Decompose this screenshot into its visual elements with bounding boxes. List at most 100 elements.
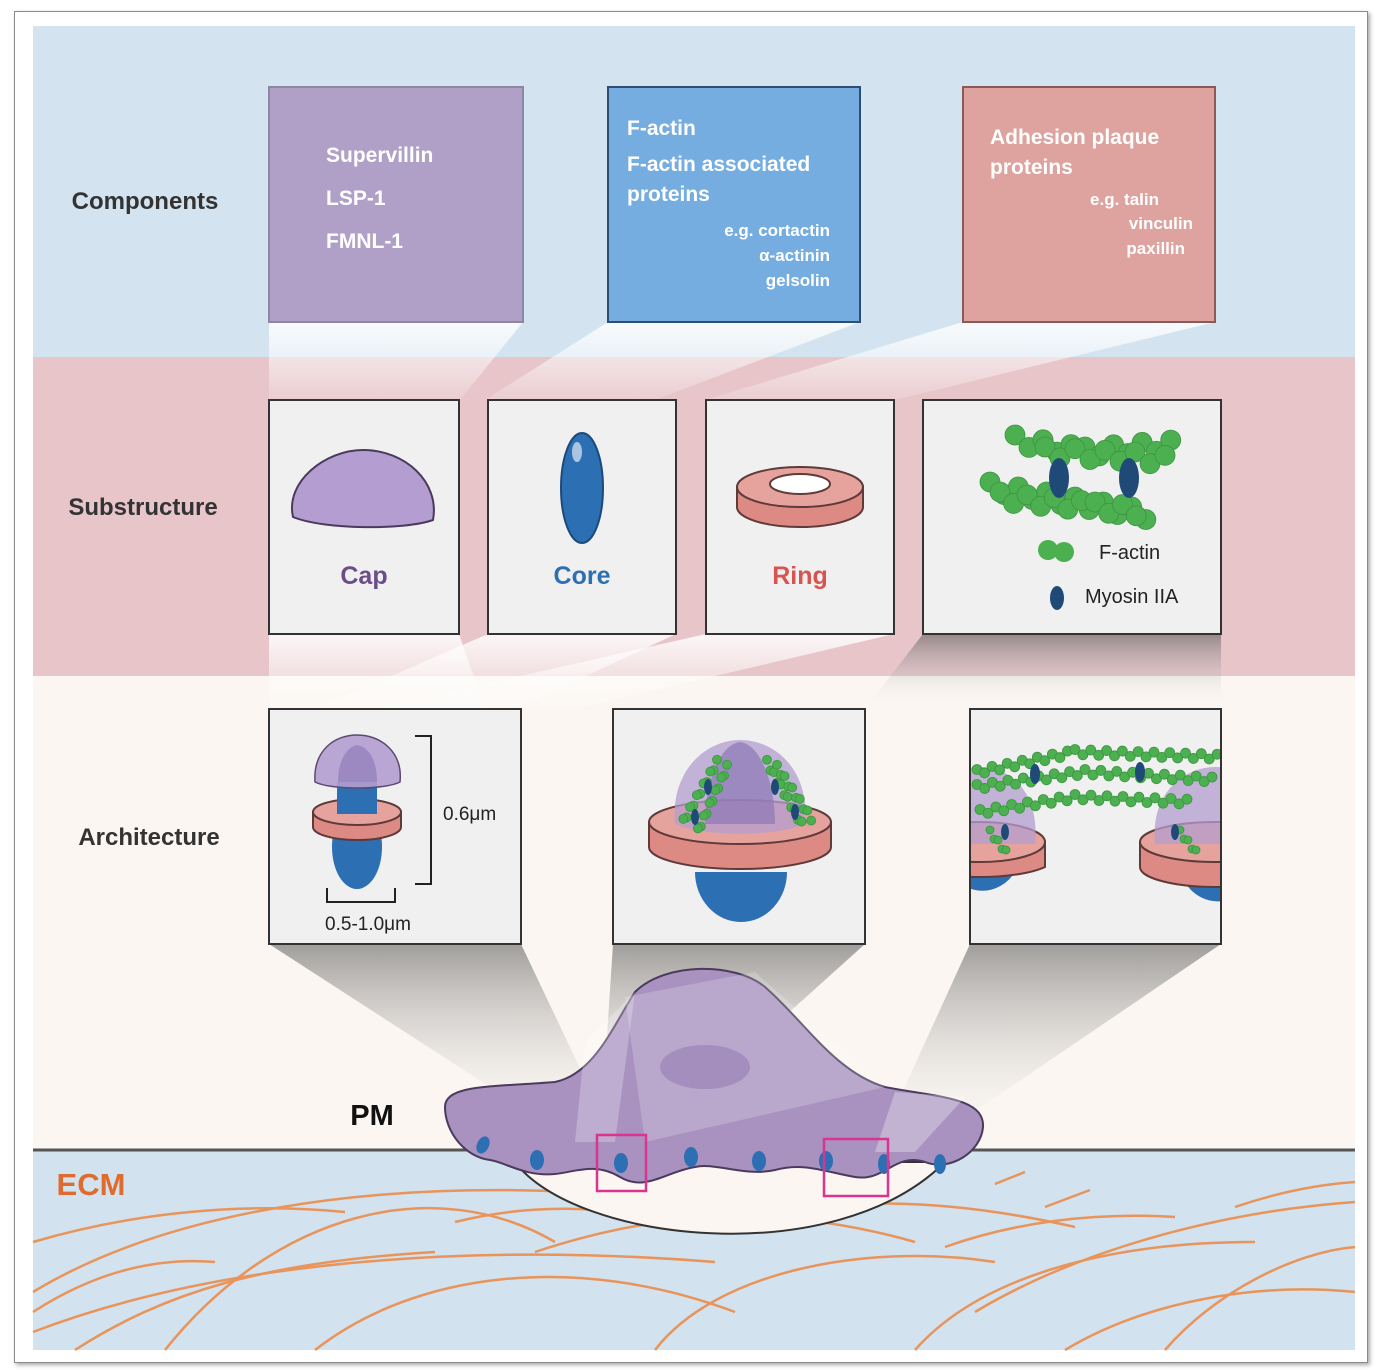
actin-bead <box>710 785 721 796</box>
actin-bead <box>787 782 798 793</box>
component-factin: F-actin <box>627 117 696 140</box>
arch3-myosin-4 <box>1171 824 1179 840</box>
actin-bead <box>1034 436 1056 458</box>
arch2-cap-core <box>705 742 775 824</box>
substructure-box-ring: Ring <box>705 399 895 635</box>
actin-bead <box>712 754 722 765</box>
actin-bead <box>1181 793 1193 805</box>
cell-beam-mid <box>625 972 885 1142</box>
component-vinculin: vinculin <box>1129 214 1193 233</box>
component-supervillin: Supervillin <box>326 144 433 167</box>
legend-myosin-label: Myosin IIA <box>1085 586 1179 608</box>
component-talin: e.g. talin <box>1090 190 1159 209</box>
architecture-box-single: 0.6μm 0.5-1.0μm <box>268 708 522 945</box>
actin-bead <box>802 805 813 816</box>
legend-myosin-icon <box>1050 586 1064 610</box>
width-bracket <box>326 888 396 903</box>
cell-beam-right <box>875 1092 965 1152</box>
actin-bead <box>1173 798 1185 810</box>
actin-bead <box>762 754 772 765</box>
legend-factin-bead-1 <box>1038 540 1058 560</box>
arch2-actin-bundles <box>678 754 817 834</box>
component-paxillin: paxillin <box>1126 239 1185 258</box>
row-label-components: Components <box>72 188 219 215</box>
cap-shape <box>290 448 435 529</box>
actin-bead <box>806 815 817 826</box>
actin-bead <box>1165 793 1177 804</box>
cap-label: Cap <box>340 562 387 590</box>
actin-bead <box>1198 776 1210 787</box>
actin-bead <box>1095 765 1107 776</box>
actin-bead <box>979 783 991 794</box>
actin-bead <box>1093 749 1105 761</box>
actin-bead <box>1109 750 1120 762</box>
actin-bead <box>1174 769 1186 781</box>
height-label: 0.6μm <box>443 804 496 825</box>
actin-bead <box>1190 770 1202 782</box>
actin-bead <box>772 759 782 770</box>
actin-bead <box>1172 752 1184 764</box>
beam-core-arch <box>315 634 676 709</box>
actin-bead <box>1077 794 1089 806</box>
architecture-box-network <box>969 708 1222 945</box>
arch3-actin-network <box>971 744 1220 855</box>
ecm-fibers <box>32 1170 1356 1352</box>
beam-ring-arch <box>375 634 894 709</box>
actin-bead <box>1039 755 1051 767</box>
actin-bead <box>1093 795 1105 806</box>
component-adhesion: Adhesion plaque <box>990 126 1159 149</box>
actin-bead <box>1071 770 1083 781</box>
actin-bead <box>1056 772 1068 784</box>
actin-bead <box>1141 797 1153 808</box>
actin-bead <box>1084 491 1106 513</box>
actin-bead <box>1124 750 1136 762</box>
actin-bead <box>1166 774 1178 786</box>
actin-bead <box>1116 745 1128 757</box>
beam-ring <box>705 322 1215 400</box>
core-highlight <box>572 442 582 462</box>
actin-bead <box>1119 771 1131 783</box>
actin-bead <box>1182 775 1194 787</box>
actin-bead <box>1149 792 1161 804</box>
actin-bead <box>1087 769 1099 781</box>
beam-arch3 <box>875 944 1221 1152</box>
actin-bead <box>678 813 689 824</box>
actin-filament-top <box>1004 424 1182 475</box>
actin-bead <box>693 823 703 834</box>
ecm-label: ECM <box>57 1167 126 1202</box>
pm-label: PM <box>350 1100 394 1132</box>
actin-filament-bottom <box>979 471 1157 530</box>
width-label: 0.5-1.0μm <box>325 914 411 935</box>
legend-factin-label: F-actin <box>1099 542 1160 564</box>
component-adhesion-proteins: proteins <box>990 156 1073 179</box>
actin-bead <box>1061 795 1073 807</box>
actin-bead <box>1211 748 1220 760</box>
actin-bead <box>993 835 1003 845</box>
arch3-myosin-1 <box>1030 764 1040 784</box>
zoom-box-network <box>822 1137 890 1198</box>
actin-bead <box>1101 745 1112 756</box>
core-shape <box>560 432 604 544</box>
arch2-myosin-2 <box>691 809 699 825</box>
actin-bead <box>1159 768 1170 780</box>
arch2-myosin-3 <box>771 779 779 795</box>
diagram-canvas: Components Substructure Architecture Sup… <box>32 26 1356 1352</box>
actin-bead <box>779 771 790 782</box>
myosin-b <box>1119 458 1139 498</box>
actin-bead <box>1188 753 1199 764</box>
actin-bead <box>1064 438 1086 460</box>
actin-bead <box>1133 791 1145 803</box>
actin-bead <box>1014 802 1025 814</box>
actin-bead <box>1117 791 1129 802</box>
row-label-substructure: Substructure <box>68 494 217 521</box>
zoom-box-single <box>595 1133 648 1193</box>
actin-bead <box>1001 845 1011 855</box>
component-gelsolin: gelsolin <box>766 271 830 290</box>
component-lsp1: LSP-1 <box>326 187 386 210</box>
actin-bead <box>1195 748 1207 760</box>
figure-frame: Components Substructure Architecture Sup… <box>14 11 1368 1363</box>
component-cortactin: e.g. cortactin <box>724 221 830 240</box>
actin-bead <box>1069 789 1081 800</box>
height-bracket <box>415 735 432 885</box>
actin-bead <box>1156 751 1168 763</box>
